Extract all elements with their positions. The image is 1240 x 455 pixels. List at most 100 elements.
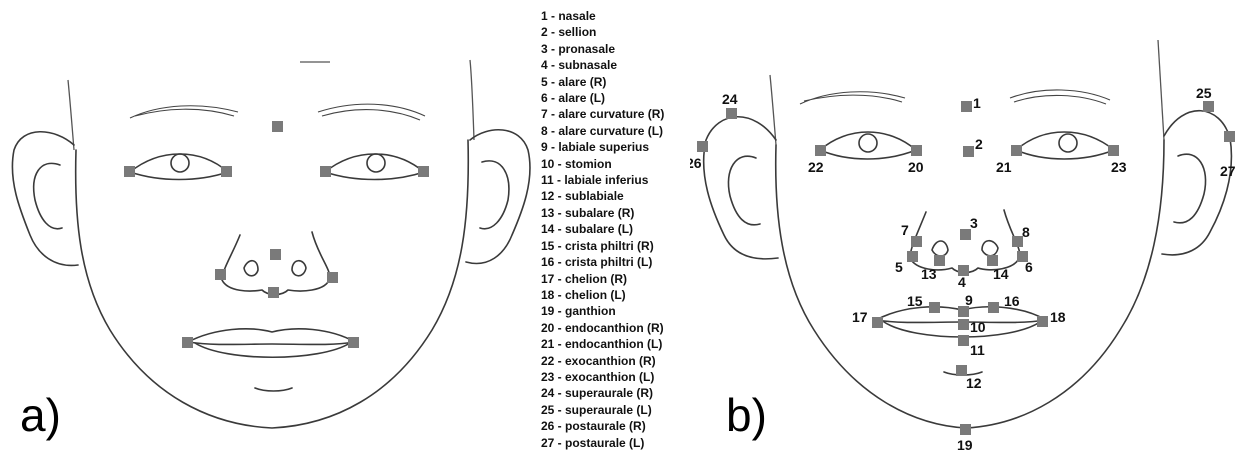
landmark-marker bbox=[221, 166, 232, 177]
landmark-number-16: 16 bbox=[1004, 293, 1020, 309]
landmark-marker-21 bbox=[1011, 145, 1022, 156]
legend-item: 6 - alare (L) bbox=[541, 90, 664, 106]
landmark-number-12: 12 bbox=[966, 375, 982, 391]
landmark-number-1: 1 bbox=[973, 95, 981, 111]
landmark-number-15: 15 bbox=[907, 293, 923, 309]
landmark-number-3: 3 bbox=[970, 215, 978, 231]
landmark-legend: 1 - nasale 2 - sellion 3 - pronasale 4 -… bbox=[541, 8, 664, 451]
face-outline bbox=[76, 140, 469, 428]
legend-item: 19 - ganthion bbox=[541, 303, 664, 319]
landmark-number-14: 14 bbox=[993, 266, 1009, 282]
legend-item: 3 - pronasale bbox=[541, 41, 664, 57]
left-ear bbox=[466, 130, 530, 264]
landmark-marker bbox=[348, 337, 359, 348]
landmark-marker-2 bbox=[963, 146, 974, 157]
landmark-marker bbox=[272, 121, 283, 132]
landmark-number-4: 4 bbox=[958, 274, 966, 290]
landmark-number-24: 24 bbox=[722, 91, 738, 107]
mouth bbox=[188, 329, 355, 345]
left-brow bbox=[318, 104, 425, 120]
legend-item: 8 - alare curvature (L) bbox=[541, 123, 664, 139]
landmark-marker-15 bbox=[929, 302, 940, 313]
legend-item: 12 - sublabiale bbox=[541, 188, 664, 204]
landmark-number-11: 11 bbox=[970, 342, 985, 358]
landmark-marker bbox=[268, 287, 279, 298]
landmark-number-21: 21 bbox=[996, 159, 1012, 175]
landmark-marker-27 bbox=[1224, 131, 1235, 142]
right-ear bbox=[704, 117, 778, 259]
landmark-marker bbox=[418, 166, 429, 177]
right-brow bbox=[800, 92, 905, 104]
legend-item: 20 - endocanthion (R) bbox=[541, 320, 664, 336]
landmark-number-2: 2 bbox=[975, 136, 983, 152]
face-diagram-a bbox=[0, 0, 540, 455]
landmark-marker-11 bbox=[958, 335, 969, 346]
landmark-number-13: 13 bbox=[921, 266, 937, 282]
landmark-marker bbox=[215, 269, 226, 280]
legend-item: 4 - subnasale bbox=[541, 57, 664, 73]
landmark-number-20: 20 bbox=[908, 159, 924, 175]
landmark-number-6: 6 bbox=[1025, 259, 1033, 275]
landmark-marker-18 bbox=[1037, 316, 1048, 327]
legend-item: 10 - stomion bbox=[541, 156, 664, 172]
left-eye bbox=[1016, 132, 1114, 159]
legend-item: 15 - crista philtri (R) bbox=[541, 238, 664, 254]
landmark-marker-13 bbox=[934, 255, 945, 266]
left-ear bbox=[1162, 111, 1231, 255]
legend-item: 14 - subalare (L) bbox=[541, 221, 664, 237]
legend-item: 17 - chelion (R) bbox=[541, 271, 664, 287]
right-ear bbox=[12, 132, 78, 266]
legend-item: 23 - exocanthion (L) bbox=[541, 369, 664, 385]
landmark-marker-7 bbox=[911, 236, 922, 247]
landmark-marker-17 bbox=[872, 317, 883, 328]
legend-item: 9 - labiale superius bbox=[541, 139, 664, 155]
landmark-number-17: 17 bbox=[852, 309, 868, 325]
legend-item: 2 - sellion bbox=[541, 24, 664, 40]
legend-item: 13 - subalare (R) bbox=[541, 205, 664, 221]
right-eye bbox=[820, 132, 916, 159]
left-brow bbox=[1010, 90, 1110, 104]
landmark-number-19: 19 bbox=[957, 437, 973, 453]
right-brow bbox=[130, 106, 238, 118]
landmark-marker-10 bbox=[958, 319, 969, 330]
legend-item: 26 - postaurale (R) bbox=[541, 418, 664, 434]
nose bbox=[910, 210, 1020, 273]
legend-item: 11 - labiale inferius bbox=[541, 172, 664, 188]
legend-item: 1 - nasale bbox=[541, 8, 664, 24]
landmark-marker-14 bbox=[987, 255, 998, 266]
landmark-marker bbox=[320, 166, 331, 177]
landmark-marker bbox=[182, 337, 193, 348]
legend-item: 7 - alare curvature (R) bbox=[541, 106, 664, 122]
landmark-marker-16 bbox=[988, 302, 999, 313]
landmark-marker-24 bbox=[726, 108, 737, 119]
face-diagram-b: 1 2 3 4 5 6 7 8 9 10 11 12 13 14 15 16 1… bbox=[690, 0, 1240, 455]
panel-b-label: b) bbox=[726, 392, 767, 438]
legend-item: 25 - superaurale (L) bbox=[541, 402, 664, 418]
landmark-marker-1 bbox=[961, 101, 972, 112]
legend-item: 21 - endocanthion (L) bbox=[541, 336, 664, 352]
right-eye bbox=[130, 154, 228, 180]
landmark-marker-22 bbox=[815, 145, 826, 156]
landmark-marker bbox=[124, 166, 135, 177]
landmark-marker-25 bbox=[1203, 101, 1214, 112]
landmark-number-22: 22 bbox=[808, 159, 824, 175]
landmark-number-25: 25 bbox=[1196, 85, 1212, 101]
landmark-marker-20 bbox=[911, 145, 922, 156]
landmark-number-27: 27 bbox=[1220, 163, 1236, 179]
landmark-marker bbox=[270, 249, 281, 260]
legend-item: 18 - chelion (L) bbox=[541, 287, 664, 303]
legend-item: 27 - postaurale (L) bbox=[541, 435, 664, 451]
landmark-marker-19 bbox=[960, 424, 971, 435]
landmark-number-8: 8 bbox=[1022, 224, 1030, 240]
legend-item: 22 - exocanthion (R) bbox=[541, 353, 664, 369]
landmark-marker-23 bbox=[1108, 145, 1119, 156]
landmark-number-18: 18 bbox=[1050, 309, 1066, 325]
landmark-number-10: 10 bbox=[970, 319, 986, 335]
legend-item: 5 - alare (R) bbox=[541, 74, 664, 90]
landmark-marker bbox=[327, 272, 338, 283]
landmark-number-9: 9 bbox=[965, 292, 973, 308]
landmark-marker-26 bbox=[697, 141, 708, 152]
landmark-number-5: 5 bbox=[895, 259, 903, 275]
landmark-number-26: 26 bbox=[690, 155, 702, 171]
panel-a-label: a) bbox=[20, 392, 61, 438]
